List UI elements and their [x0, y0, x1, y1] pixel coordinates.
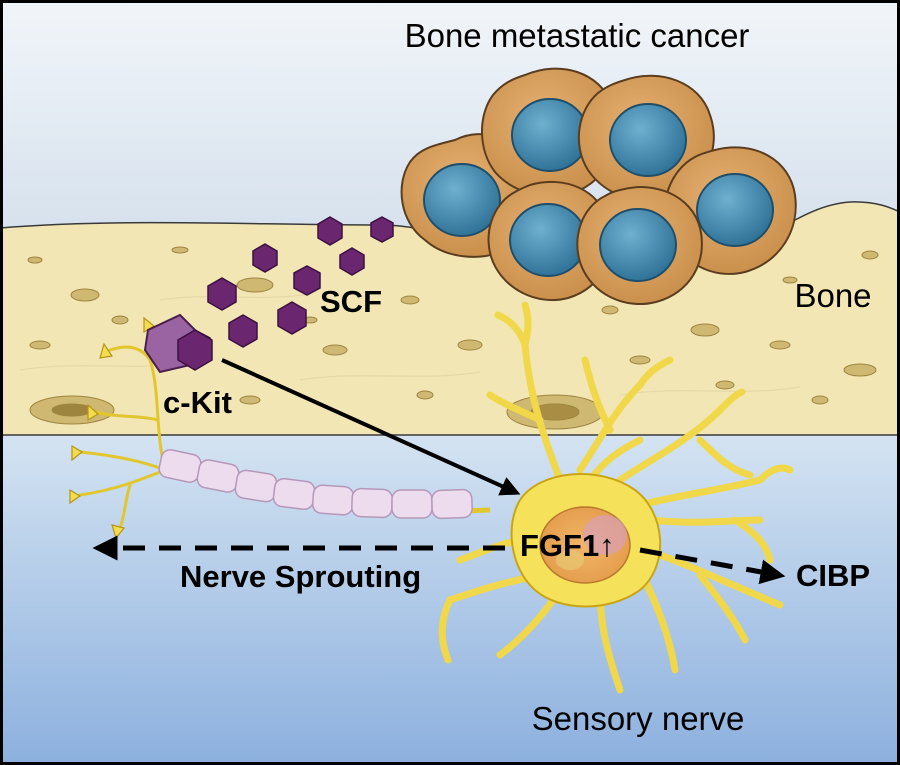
scf-to-neuron-arrow [221, 358, 521, 496]
scf-molecule-icon [317, 216, 343, 246]
c-kit-receptor-icon [143, 313, 213, 374]
scf-label: SCF [320, 284, 382, 319]
cancer-label: Bone metastatic cancer [405, 17, 750, 54]
c-kit-label: c-Kit [163, 385, 232, 420]
cibp-label: CIBP [796, 558, 870, 593]
scf-molecule-icon [277, 301, 307, 335]
neuron-icon [438, 301, 794, 694]
cancer-cell-icon [576, 186, 703, 306]
sensory-nerve-label: Sensory nerve [532, 700, 745, 737]
myelin-sheath-icon [158, 449, 473, 520]
scf-molecule-icon [293, 265, 321, 296]
cibp-arrow [639, 547, 786, 585]
scf-molecule-icon [228, 314, 258, 348]
bone-pores [27, 246, 879, 430]
scf-molecule-icon [370, 216, 394, 243]
scf-molecule-icon [252, 243, 278, 273]
fgf1-label: FGF1↑ [520, 528, 615, 563]
terminal-buttons [69, 316, 156, 540]
scf-molecule-icon [207, 277, 237, 311]
nerve-sprouting-label: Nerve Sprouting [180, 559, 421, 594]
bone-label: Bone [794, 277, 871, 314]
cancer-cell-cluster [400, 67, 797, 306]
scf-molecule-icon [339, 247, 365, 276]
